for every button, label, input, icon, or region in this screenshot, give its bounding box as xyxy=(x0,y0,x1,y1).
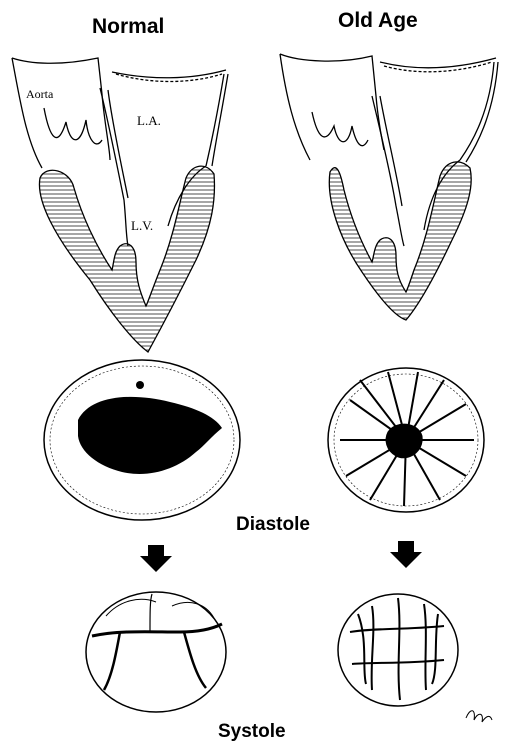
phase-label-systole: Systole xyxy=(218,722,286,741)
label-aorta: Aorta xyxy=(26,88,53,100)
column-title-normal: Normal xyxy=(92,16,164,37)
label-left-ventricle: L.V. xyxy=(131,219,153,232)
artist-signature xyxy=(466,711,492,722)
normal-diastole-valve xyxy=(44,360,240,520)
old-age-systole-valve xyxy=(338,594,458,706)
normal-heart-section xyxy=(12,58,228,352)
old-age-diastole-valve xyxy=(328,368,484,512)
down-arrow-normal xyxy=(140,545,172,572)
old-age-heart-section xyxy=(280,54,498,320)
label-left-atrium: L.A. xyxy=(137,114,161,127)
normal-systole-valve xyxy=(86,592,226,712)
valve-opening xyxy=(78,397,222,474)
down-arrow-old-age xyxy=(390,541,422,568)
phase-label-diastole: Diastole xyxy=(236,515,310,534)
column-title-old-age: Old Age xyxy=(338,10,418,31)
